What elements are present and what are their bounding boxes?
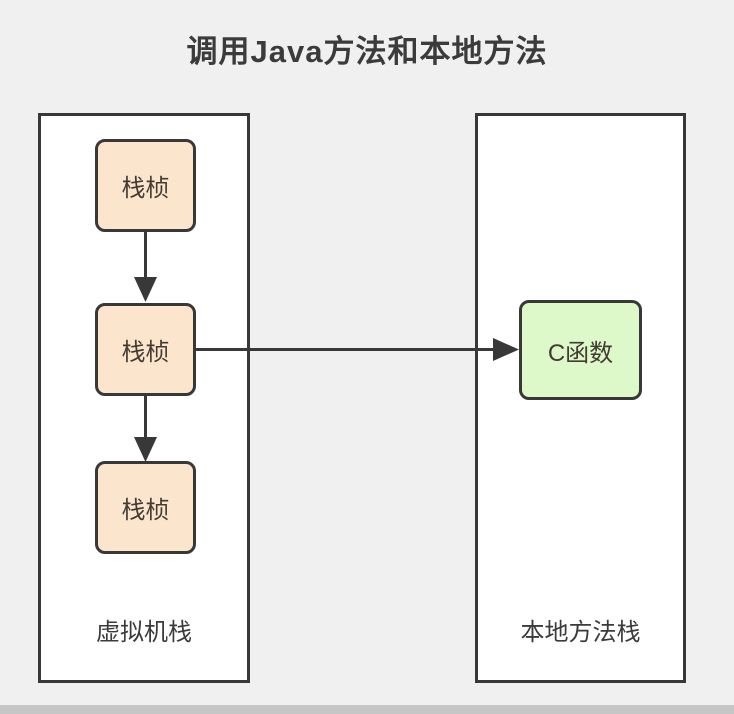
stack-frame-label-2: 栈桢	[121, 339, 170, 366]
bottom-strip	[0, 705, 734, 714]
native-stack-label: 本地方法栈	[520, 619, 641, 646]
vm-stack-container: 栈桢 栈桢 栈桢 虚拟机栈	[38, 113, 250, 683]
diagram-title: 调用Java方法和本地方法	[186, 34, 548, 69]
stack-frame-box-1: 栈桢	[95, 139, 196, 232]
vm-stack-label: 虚拟机栈	[96, 619, 192, 646]
c-function-label: C函数	[547, 339, 614, 367]
stack-frame-label-1: 栈桢	[121, 175, 170, 202]
stack-frame-label-3: 栈桢	[121, 497, 170, 524]
stack-frame-box-2: 栈桢	[95, 303, 196, 396]
c-function-box: C函数	[519, 300, 642, 400]
native-stack-container: C函数 本地方法栈	[475, 113, 686, 683]
stack-frame-box-3: 栈桢	[95, 461, 196, 554]
